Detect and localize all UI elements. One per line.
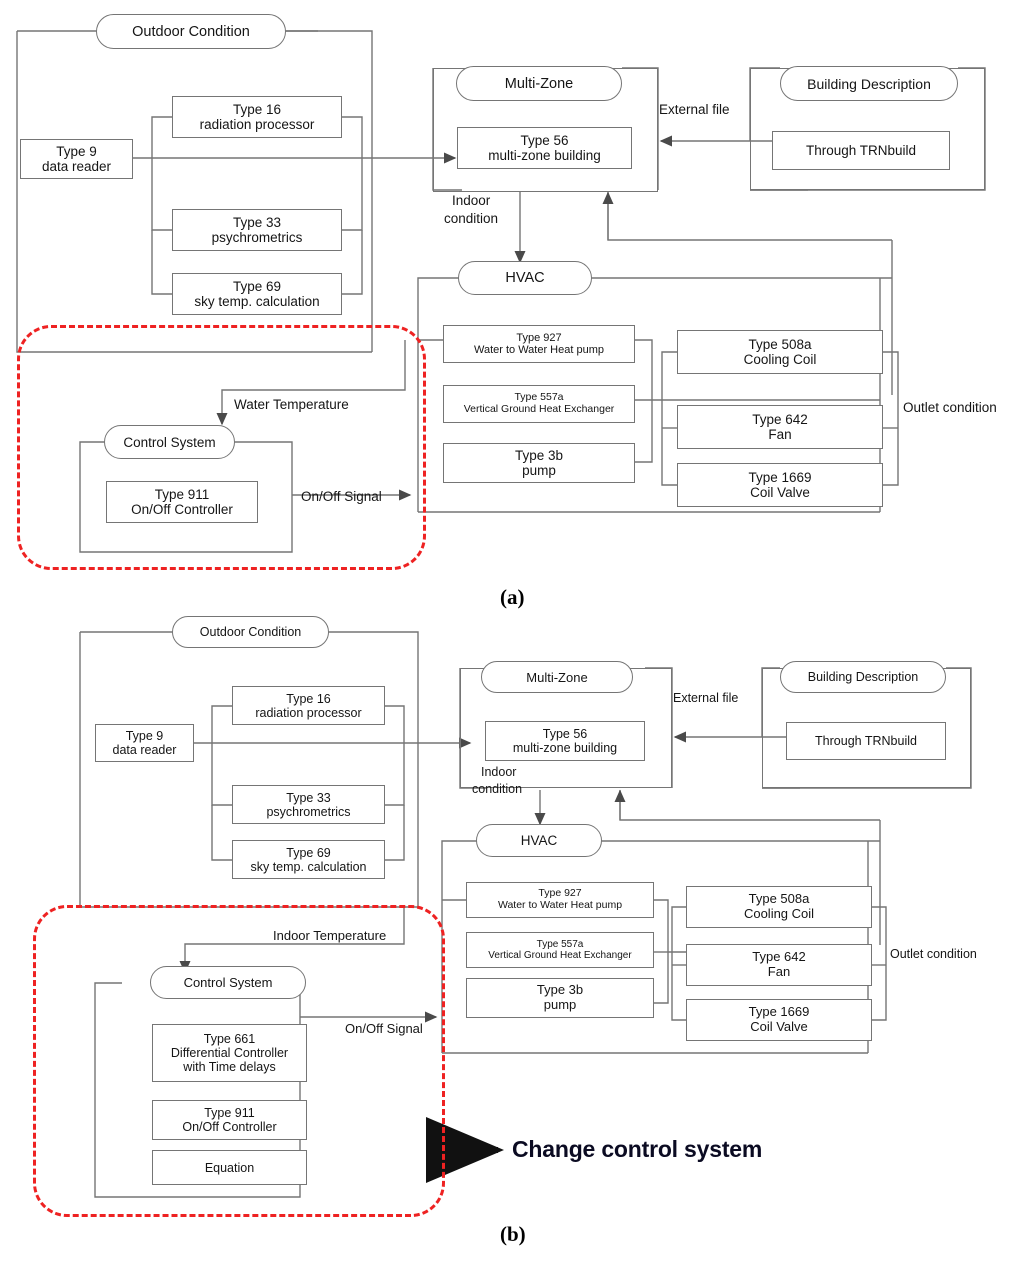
- node-type69-sky-temp-a: Type 69 sky temp. calculation: [172, 273, 342, 315]
- node-through-trnbuild-a: Through TRNbuild: [772, 131, 950, 170]
- node-type557a-ground-heat-exchanger-a: Type 557a Vertical Ground Heat Exchanger: [443, 385, 635, 423]
- edge-label-onoff-signal-a: On/Off Signal: [301, 489, 382, 504]
- annotation-change-control-system: Change control system: [512, 1136, 763, 1162]
- node-type56-multizone-building-a: Type 56 multi-zone building: [457, 127, 632, 169]
- group-title-building-description-b: Building Description: [780, 661, 946, 693]
- node-type1669-coil-valve-a: Type 1669 Coil Valve: [677, 463, 883, 507]
- node-type508a-cooling-coil-a: Type 508a Cooling Coil: [677, 330, 883, 374]
- caption-b: (b): [500, 1222, 526, 1246]
- highlight-control-region-b: [33, 905, 445, 1217]
- group-title-multizone-b: Multi-Zone: [481, 661, 633, 693]
- edge-label-external-file-a: External file: [659, 102, 730, 117]
- node-type69-sky-temp-b: Type 69 sky temp. calculation: [232, 840, 385, 879]
- node-type557a-ground-heat-exchanger-b: Type 557a Vertical Ground Heat Exchanger: [466, 932, 654, 968]
- node-type56-multizone-building-b: Type 56 multi-zone building: [485, 721, 645, 761]
- node-type3b-pump-b: Type 3b pump: [466, 978, 654, 1018]
- node-type9-data-reader-b: Type 9 data reader: [95, 724, 194, 762]
- group-title-outdoor-condition-a: Outdoor Condition: [96, 14, 286, 49]
- node-type9-data-reader-a: Type 9 data reader: [20, 139, 133, 179]
- edge-label-indoor-condition-line1-b: Indoor: [481, 765, 517, 779]
- edge-label-outlet-condition-b: Outlet condition: [890, 947, 977, 961]
- edge-label-external-file-b: External file: [673, 691, 739, 705]
- group-title-hvac-b: HVAC: [476, 824, 602, 857]
- node-through-trnbuild-b: Through TRNbuild: [786, 722, 946, 760]
- node-type927-heat-pump-b: Type 927 Water to Water Heat pump: [466, 882, 654, 918]
- edge-label-indoor-condition-line1-a: Indoor: [452, 193, 491, 208]
- group-title-multizone-a: Multi-Zone: [456, 66, 622, 101]
- node-type927-heat-pump-a: Type 927 Water to Water Heat pump: [443, 325, 635, 363]
- node-type642-fan-b: Type 642 Fan: [686, 944, 872, 986]
- edge-label-outlet-condition-a: Outlet condition: [903, 400, 997, 415]
- edge-label-indoor-condition-line2-a: condition: [444, 211, 499, 226]
- caption-a: (a): [500, 585, 525, 609]
- node-type16-radiation-processor-b: Type 16 radiation processor: [232, 686, 385, 725]
- edge-label-indoor-condition-line2-b: condition: [472, 782, 523, 796]
- node-type33-psychrometrics-b: Type 33 psychrometrics: [232, 785, 385, 824]
- group-title-hvac-a: HVAC: [458, 261, 592, 295]
- group-title-outdoor-condition-b: Outdoor Condition: [172, 616, 329, 648]
- node-type642-fan-a: Type 642 Fan: [677, 405, 883, 449]
- node-type33-psychrometrics-a: Type 33 psychrometrics: [172, 209, 342, 251]
- highlight-control-region-a: [17, 325, 426, 570]
- node-type16-radiation-processor-a: Type 16 radiation processor: [172, 96, 342, 138]
- node-type3b-pump-a: Type 3b pump: [443, 443, 635, 483]
- group-title-building-description-a: Building Description: [780, 66, 958, 101]
- group-title-label: Outdoor Condition: [132, 23, 250, 40]
- node-type1669-coil-valve-b: Type 1669 Coil Valve: [686, 999, 872, 1041]
- node-type508a-cooling-coil-b: Type 508a Cooling Coil: [686, 886, 872, 928]
- edge-label-onoff-signal-b: On/Off Signal: [345, 1021, 423, 1036]
